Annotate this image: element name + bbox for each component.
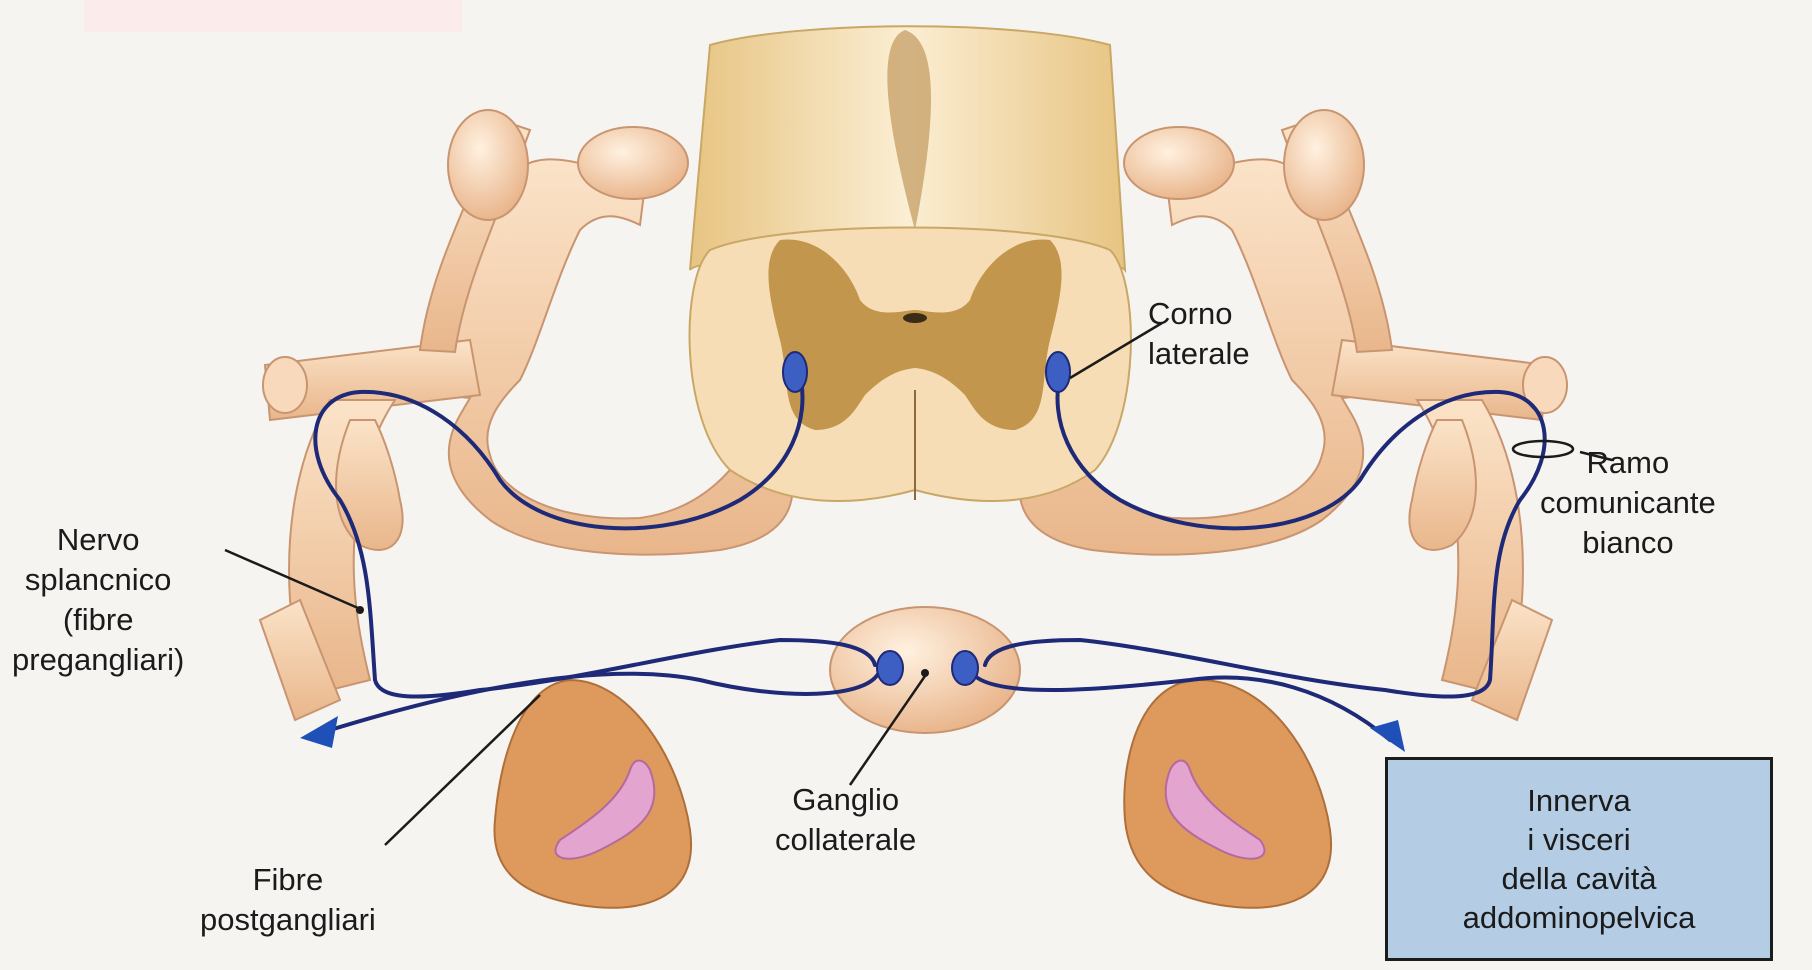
left-gut-section: [494, 680, 691, 908]
left-lateral-horn-neuron: [783, 352, 807, 392]
right-dorsal-root: [1124, 127, 1234, 199]
ganglion-neuron-left: [877, 651, 903, 685]
right-lateral-horn-neuron: [1046, 352, 1070, 392]
right-output-arrowhead: [1370, 720, 1405, 752]
left-nerve-cut-end: [263, 357, 307, 413]
nerve-label-point: [356, 606, 364, 614]
left-dorsal-root: [578, 127, 688, 199]
right-dorsal-root-ganglion: [1284, 110, 1364, 220]
right-gut-section: [1124, 680, 1331, 908]
ganglion-neuron-right: [952, 651, 978, 685]
ganglion-label-point: [921, 669, 929, 677]
left-dorsal-root-ganglion: [448, 110, 528, 220]
spinal-cord: [690, 26, 1131, 501]
left-output-arrowhead: [300, 716, 338, 748]
